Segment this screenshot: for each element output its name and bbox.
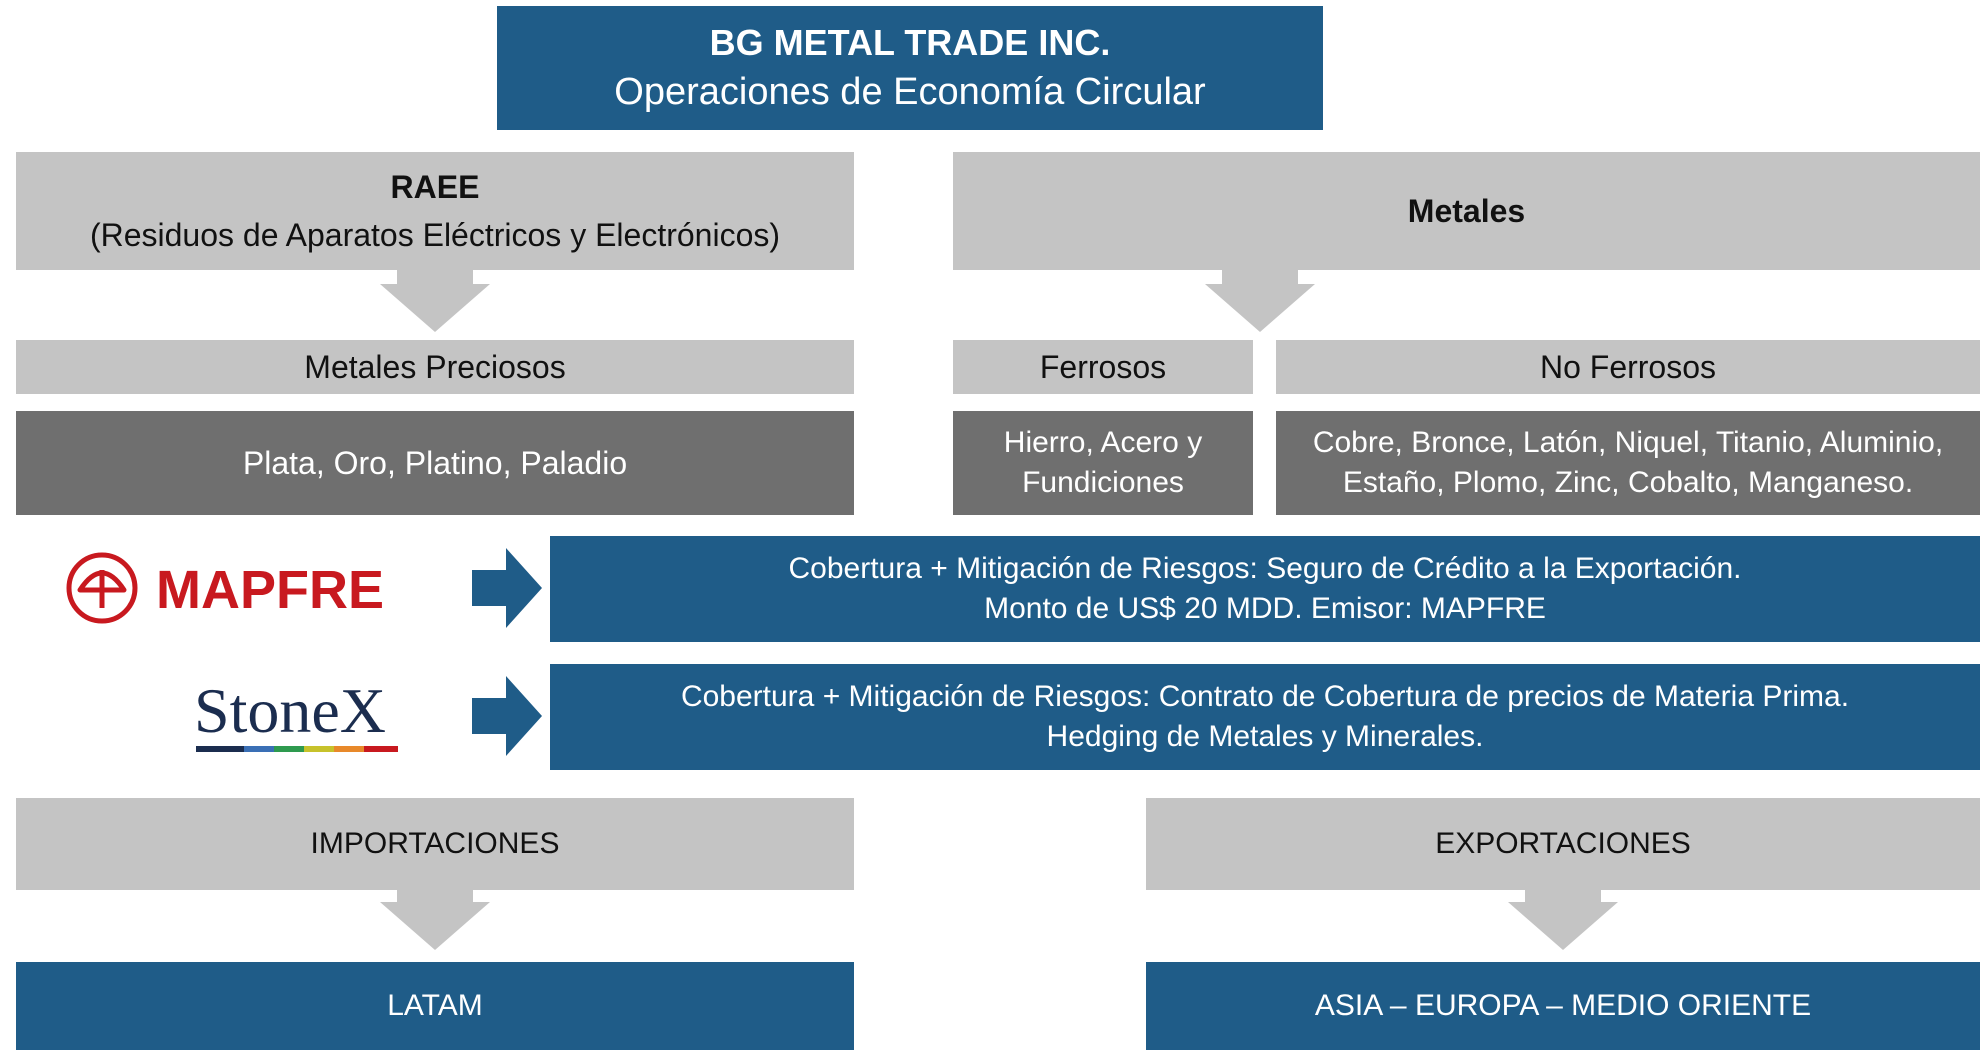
exportaciones-box: EXPORTACIONES [1146, 798, 1980, 890]
metales-preciosos-text: Metales Preciosos [304, 349, 566, 385]
mapfre-coverage-box: Cobertura + Mitigación de Riesgos: Segur… [550, 536, 1980, 642]
ferrosos-label: Ferrosos [953, 340, 1253, 394]
latam-box: LATAM [16, 962, 854, 1050]
mapfre-logo-text: MAPFRE [156, 560, 384, 620]
raee-down-arrow-icon [380, 284, 490, 332]
mapfre-logo-icon: MAPFRE [66, 552, 384, 624]
exportaciones-arrow-stem [1525, 890, 1601, 902]
latam-label: LATAM [387, 989, 483, 1022]
importaciones-box: IMPORTACIONES [16, 798, 854, 890]
raee-arrow-stem [397, 270, 473, 284]
metales-box: Metales [953, 152, 1980, 270]
no-ferrosos-items: Cobre, Bronce, Latón, Niquel, Titanio, A… [1276, 411, 1980, 515]
preciosos-items-text: Plata, Oro, Platino, Paladio [242, 445, 628, 481]
stonex-logo: StoneX [190, 672, 420, 762]
no-ferrosos-items-line2: Estaño, Plomo, Zinc, Cobalto, Manganeso. [1342, 466, 1914, 499]
mapfre-coverage-line2: Monto de US$ 20 MDD. Emisor: MAPFRE [984, 592, 1546, 625]
exportaciones-down-arrow-icon [1508, 902, 1618, 950]
ferrosos-items-line2: Fundiciones [1022, 466, 1184, 499]
importaciones-arrow-stem [397, 890, 473, 902]
metales-preciosos-items: Plata, Oro, Platino, Paladio [16, 411, 854, 515]
stonex-coverage-line1: Cobertura + Mitigación de Riesgos: Contr… [680, 680, 1850, 713]
header-subtitle: Operaciones de Economía Circular [614, 71, 1206, 113]
stonex-coverage-box: Cobertura + Mitigación de Riesgos: Contr… [550, 664, 1980, 770]
ferrosos-text: Ferrosos [1039, 349, 1167, 385]
exportaciones-label: EXPORTACIONES [1435, 827, 1691, 860]
mapfre-logo: MAPFRE [64, 548, 424, 628]
stonex-logo-text: StoneX [194, 675, 386, 746]
importaciones-label: IMPORTACIONES [310, 827, 560, 860]
metales-down-arrow-icon [1205, 284, 1315, 332]
ferrosos-items: Hierro, Acero y Fundiciones [953, 411, 1253, 515]
stonex-arrow-right-icon [472, 676, 542, 756]
importaciones-down-arrow-icon [380, 902, 490, 950]
metales-title: Metales [1407, 193, 1526, 229]
header-banner: BG METAL TRADE INC. Operaciones de Econo… [497, 6, 1323, 130]
company-name: BG METAL TRADE INC. [709, 22, 1111, 63]
no-ferrosos-items-line1: Cobre, Bronce, Latón, Niquel, Titanio, A… [1312, 426, 1944, 459]
ferrosos-items-line1: Hierro, Acero y [1003, 426, 1203, 459]
raee-description: (Residuos de Aparatos Eléctricos y Elect… [89, 217, 781, 253]
no-ferrosos-label: No Ferrosos [1276, 340, 1980, 394]
metales-preciosos-label: Metales Preciosos [16, 340, 854, 394]
asia-europa-box: ASIA – EUROPA – MEDIO ORIENTE [1146, 962, 1980, 1050]
mapfre-arrow-right-icon [472, 548, 542, 628]
raee-box: RAEE (Residuos de Aparatos Eléctricos y … [16, 152, 854, 270]
mapfre-coverage-line1: Cobertura + Mitigación de Riesgos: Segur… [788, 552, 1742, 585]
metales-arrow-stem [1222, 270, 1298, 284]
raee-title: RAEE [390, 169, 480, 205]
no-ferrosos-text: No Ferrosos [1539, 349, 1717, 385]
asia-europa-label: ASIA – EUROPA – MEDIO ORIENTE [1314, 989, 1812, 1022]
stonex-coverage-line2: Hedging de Metales y Minerales. [1046, 720, 1484, 753]
stonex-logo-icon: StoneX [194, 675, 398, 752]
